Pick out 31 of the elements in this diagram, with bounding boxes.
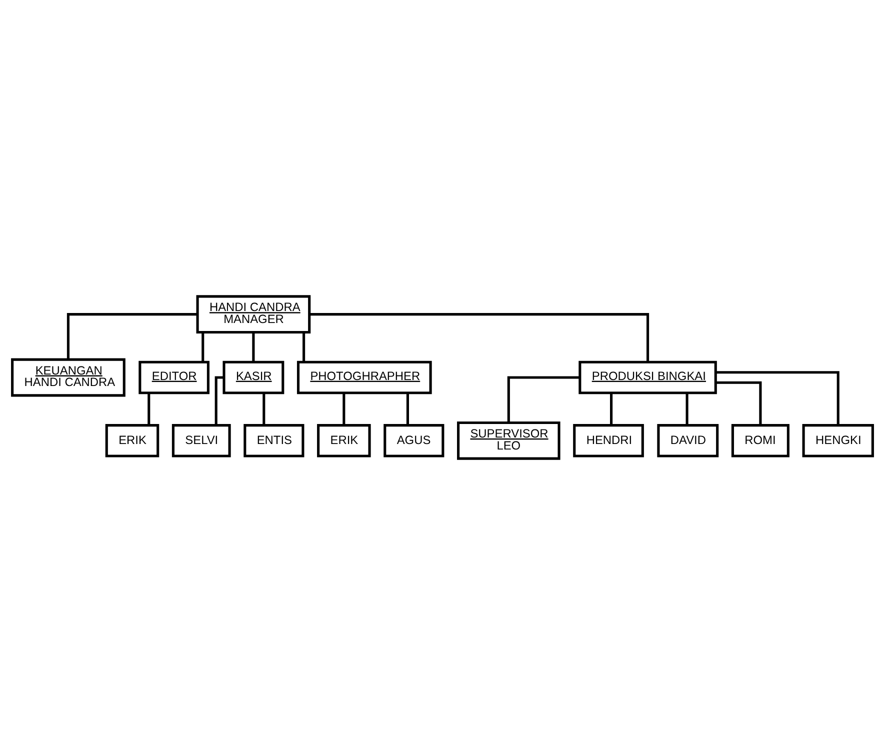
node-box: KASIR — [222, 360, 284, 394]
node-box: ERIK — [105, 424, 160, 457]
node-box: ENTIS — [244, 424, 304, 457]
node-box: HENDRI — [573, 424, 644, 457]
node-box: KEUANGAN HANDI CANDRA — [11, 358, 126, 396]
node-box: HANDI CANDRA MANAGER — [196, 294, 311, 334]
connector — [214, 376, 224, 425]
connector — [202, 332, 204, 362]
connector — [686, 392, 688, 425]
node-box: PRODUKSI BINGKAI — [578, 360, 717, 394]
connector — [610, 392, 613, 425]
node-box: ROMI — [731, 424, 790, 457]
connector — [716, 370, 840, 425]
node-box: PHOTOGHRAPHER — [296, 360, 432, 394]
node-box: AGUS — [384, 424, 444, 457]
node-box: DAVID — [657, 424, 719, 457]
connector — [66, 312, 198, 360]
connector — [310, 312, 650, 362]
connector — [262, 392, 266, 425]
node-box: HENGKI — [802, 424, 874, 457]
node-box: EDITOR — [138, 360, 210, 394]
node-box: SELVI — [172, 424, 231, 457]
connector — [507, 376, 580, 422]
connector — [342, 392, 346, 425]
connector — [252, 332, 255, 362]
node-box: SUPERVISOR LEO — [457, 420, 560, 460]
connector — [716, 380, 762, 425]
connector — [148, 392, 150, 425]
node-box: ERIK — [317, 424, 371, 457]
connector — [406, 392, 409, 425]
connector — [302, 332, 306, 362]
